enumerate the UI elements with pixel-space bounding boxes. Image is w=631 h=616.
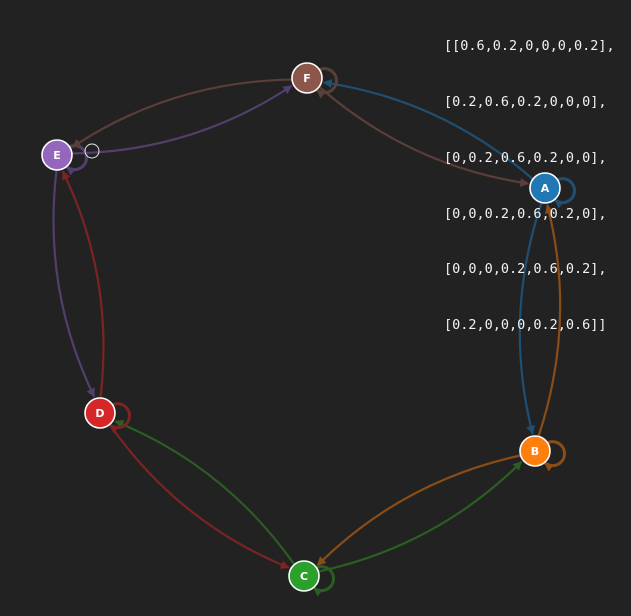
state-node-D: D	[84, 397, 116, 429]
matrix-row: [0,0.2,0.6,0.2,0,0],	[444, 149, 607, 166]
self-loop-B	[544, 440, 566, 472]
state-node-A: A	[529, 172, 561, 204]
state-node-C: C	[288, 560, 320, 592]
state-node-circle	[529, 172, 561, 204]
edge-D-to-E	[61, 170, 105, 398]
transition-matrix: [[0.6,0.2,0,0,0,0.2], [0.2,0.6,0.2,0,0,0…	[444, 0, 615, 372]
state-node-circle	[519, 435, 551, 467]
state-node-circle	[291, 62, 323, 94]
matrix-row: [0,0,0.2,0.6,0.2,0],	[444, 205, 607, 222]
edge-F-to-E	[71, 78, 292, 149]
matrix-row: [0.2,0.6,0.2,0,0,0],	[444, 93, 607, 110]
state-node-label: B	[531, 445, 539, 458]
state-node-label: D	[95, 407, 104, 420]
edge-F-to-A	[318, 86, 530, 187]
state-node-label: E	[53, 149, 61, 162]
state-node-label: F	[303, 72, 311, 85]
state-node-label: A	[541, 182, 550, 195]
self-loop-C	[313, 565, 335, 597]
state-node-circle	[41, 139, 73, 171]
matrix-row: [0,0,0,0.2,0.6,0.2],	[444, 261, 607, 278]
state-node-circle	[288, 560, 320, 592]
edge-layer	[52, 67, 576, 597]
edge-C-to-D	[114, 420, 296, 565]
state-node-B: B	[519, 435, 551, 467]
edge-B-to-C	[316, 454, 521, 567]
edge-E-to-F	[72, 84, 293, 155]
self-loop-A	[554, 177, 576, 209]
state-node-E: E	[41, 139, 73, 171]
state-node-label: C	[300, 570, 308, 583]
hollow-marker	[84, 143, 100, 159]
self-loop-F	[316, 67, 338, 99]
matrix-row: [[0.6,0.2,0,0,0,0.2],	[444, 38, 615, 55]
edge-E-to-D	[52, 170, 96, 398]
state-node-circle	[84, 397, 116, 429]
edge-A-to-B	[518, 202, 543, 435]
state-node-F: F	[291, 62, 323, 94]
matrix-row: [0.2,0,0,0,0.2,0.6]]	[444, 317, 607, 334]
self-loop-D	[109, 402, 131, 434]
edge-C-to-B	[318, 460, 523, 573]
edge-A-to-F	[322, 79, 534, 180]
edge-D-to-C	[108, 424, 290, 569]
edge-B-to-A	[537, 204, 562, 437]
node-layer: A B C D E F	[41, 62, 561, 592]
